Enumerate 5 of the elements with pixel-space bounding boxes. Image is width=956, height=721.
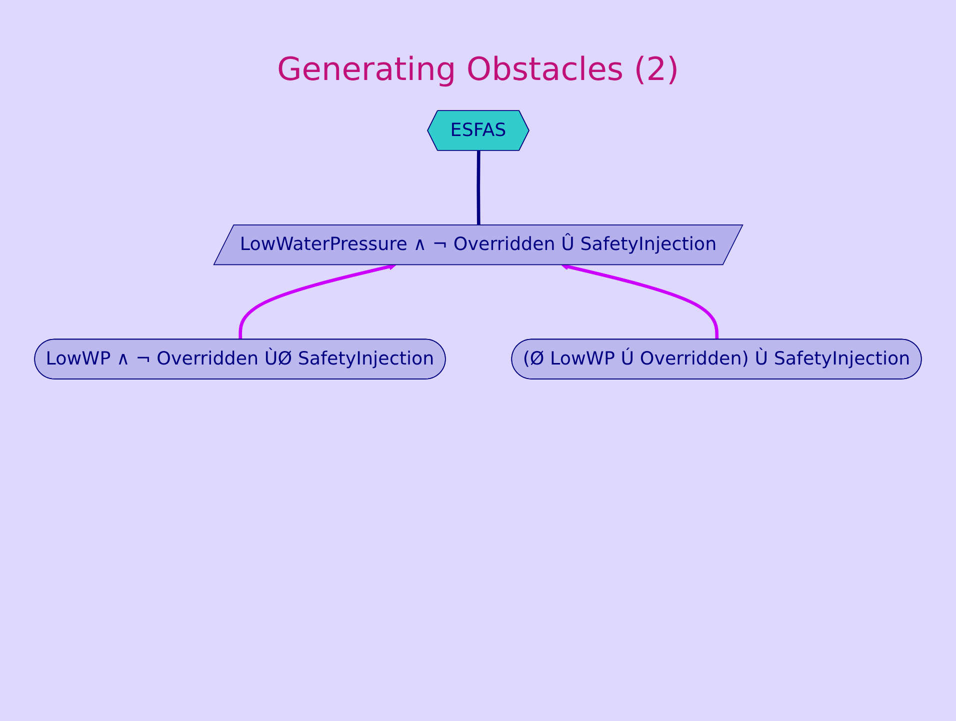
arrow — [561, 263, 719, 340]
node-box: LowWaterPressure ∧ ¬ Overridden Û SafetyInjection — [213, 224, 744, 266]
connector — [476, 150, 480, 226]
arrow — [238, 263, 396, 340]
title: Generating Obstacles (2) — [276, 50, 680, 88]
